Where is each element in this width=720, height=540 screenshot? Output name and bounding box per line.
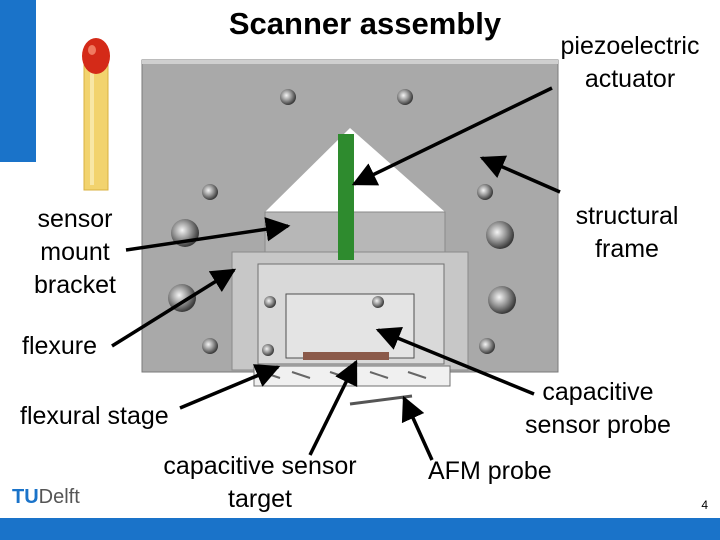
label-capacitive-sensor-target: capacitive sensor target [148, 450, 372, 516]
slide-title: Scanner assembly [228, 6, 502, 41]
match-stick-image [82, 38, 110, 191]
label-sensor-mount-bracket: sensor mount bracket [20, 203, 130, 302]
label-flexure: flexure [22, 332, 98, 360]
logo-delft-text: Delft [38, 486, 80, 508]
page-number: 4 [701, 498, 708, 512]
label-capacitive-sensor-probe: capacitive sensor probe [500, 376, 696, 442]
label-line: capacitive sensor [163, 452, 357, 480]
label-line: sensor probe [525, 411, 671, 439]
piezo-actuator-bar [338, 134, 354, 260]
sidebar-accent-bar [0, 0, 36, 162]
footer-accent-bar [0, 518, 720, 540]
logo-tu-text: TU [12, 486, 39, 508]
label-line: actuator [584, 65, 676, 93]
label-piezoelectric-actuator: piezoelectric actuator [540, 30, 720, 96]
label-line: target [228, 485, 292, 513]
callout-arrows [111, 86, 561, 461]
label-line: capacitive [542, 378, 654, 406]
label-line: frame [595, 235, 659, 263]
label-flexural-stage: flexural stage [20, 402, 169, 430]
label-afm-probe: AFM probe [428, 457, 552, 485]
label-line: structural [575, 202, 679, 230]
label-line: mount [40, 238, 110, 266]
label-line: bracket [34, 271, 116, 299]
label-line: piezoelectric [560, 32, 700, 60]
bolt-holes [168, 89, 516, 356]
label-line: sensor [37, 205, 113, 233]
tu-delft-logo: TUDelft [12, 486, 80, 509]
label-structural-frame: structural frame [552, 200, 702, 266]
